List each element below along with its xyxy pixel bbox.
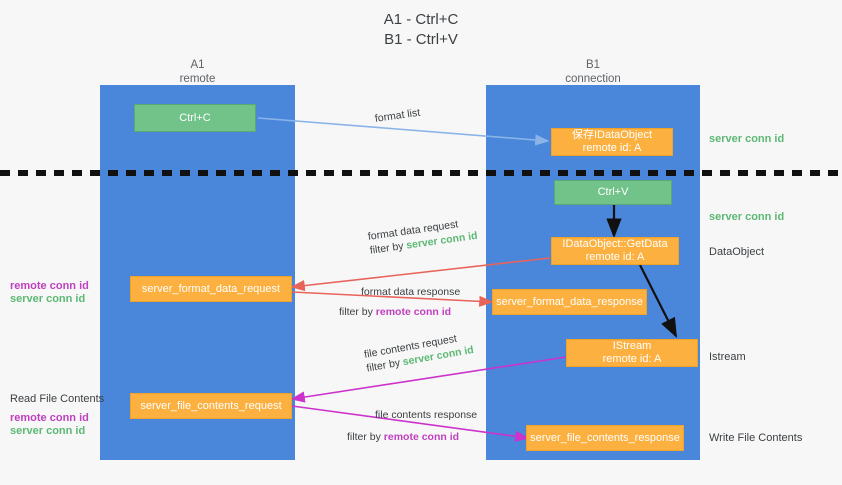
box-server-file-contents-request-label: server_file_contents_request: [140, 399, 282, 412]
edge-label-file-contents-request: file contents request filter by server c…: [363, 329, 475, 375]
edge-label-format-data-response-filter: filter by remote conn id: [339, 305, 460, 319]
box-server-format-data-response-label: server_format_data_response: [496, 295, 643, 308]
right-label-server-conn-id-1: server conn id: [709, 133, 785, 145]
left-label-read-file-contents: Read File Contents: [10, 393, 105, 405]
lane-header-a1: A1 remote: [100, 58, 295, 86]
box-server-file-contents-response[interactable]: server_file_contents_response: [526, 425, 684, 451]
box-istream-line2: remote id: A: [602, 353, 662, 365]
box-save-idataobject[interactable]: 保存IDataObject remote id: A: [551, 128, 673, 156]
filter-prefix: filter by: [347, 431, 384, 443]
lane-a1-name: A1: [190, 59, 205, 71]
box-server-format-data-request-label: server_format_data_request: [141, 282, 281, 295]
box-ctrl-c-label: Ctrl+C: [179, 111, 211, 124]
lane-b1-name: B1: [585, 59, 601, 71]
edge-label-file-contents-response-main: file contents response: [375, 409, 478, 421]
right-label-dataobject: DataObject: [709, 246, 765, 258]
left-label-server-conn-id-1: server conn id: [10, 293, 86, 305]
box-server-file-contents-request[interactable]: server_file_contents_request: [130, 393, 292, 419]
filter-value-remote-conn-id: remote conn id: [375, 306, 452, 318]
box-ctrl-v[interactable]: Ctrl+V: [554, 180, 672, 205]
right-label-write-file-contents: Write File Contents: [709, 432, 803, 444]
left-label-server-conn-id-2: server conn id: [10, 425, 86, 437]
title-line-1: A1 - Ctrl+C: [383, 11, 459, 28]
edge-label-format-data-response: format data response filter by remote co…: [339, 285, 461, 319]
right-label-server-conn-id-2: server conn id: [709, 211, 785, 223]
box-ctrl-c[interactable]: Ctrl+C: [134, 104, 256, 132]
box-getdata-line1: IDataObject::GetData: [562, 238, 668, 250]
lane-header-b1: B1 connection: [486, 58, 700, 86]
filter-value-remote-conn-id: remote conn id: [383, 431, 460, 443]
edge-label-format-data-response-main: format data response: [361, 286, 461, 298]
box-server-format-data-response[interactable]: server_format_data_response: [492, 289, 647, 315]
edge-label-file-contents-response-filter: filter by remote conn id: [347, 430, 477, 444]
box-server-file-contents-response-label: server_file_contents_response: [530, 431, 680, 444]
lane-b1-sub: connection: [565, 73, 621, 85]
edge-label-file-contents-response: file contents response filter by remote …: [347, 408, 478, 444]
left-label-remote-conn-id-2: remote conn id: [10, 412, 89, 424]
left-label-remote-conn-id-1: remote conn id: [10, 280, 89, 292]
box-istream[interactable]: IStream remote id: A: [566, 339, 698, 367]
edge-label-format-data-request: format data request filter by server con…: [367, 215, 478, 258]
right-label-istream: Istream: [709, 351, 746, 363]
edge-label-format-list: format list: [374, 106, 421, 125]
box-save-idataobject-line2: remote id: A: [582, 142, 642, 154]
title-line-2: B1 - Ctrl+V: [384, 31, 458, 48]
filter-prefix: filter by: [369, 239, 408, 257]
box-istream-line1: IStream: [612, 340, 652, 352]
lane-a1-sub: remote: [179, 73, 216, 85]
box-server-format-data-request[interactable]: server_format_data_request: [130, 276, 292, 302]
box-save-idataobject-line1: 保存IDataObject: [571, 129, 653, 141]
page-title: A1 - Ctrl+C B1 - Ctrl+V: [0, 10, 842, 50]
box-getdata-line2: remote id: A: [585, 251, 645, 263]
box-ctrl-v-label: Ctrl+V: [597, 186, 629, 198]
box-getdata[interactable]: IDataObject::GetData remote id: A: [551, 237, 679, 265]
filter-prefix: filter by: [339, 306, 376, 318]
